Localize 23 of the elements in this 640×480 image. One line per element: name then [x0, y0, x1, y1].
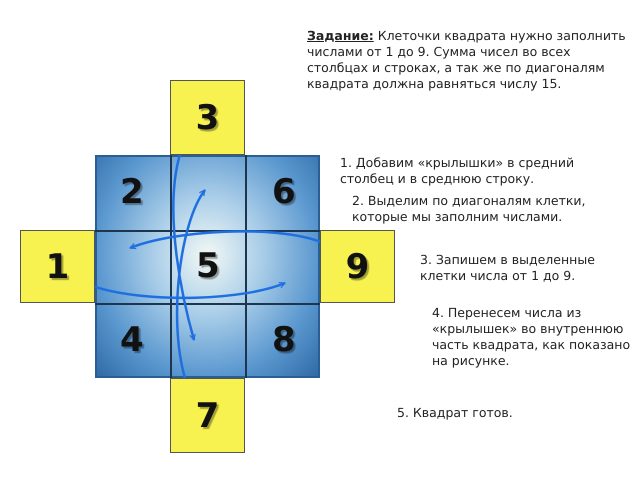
arrow	[176, 189, 206, 378]
step-text: 2. Выделим по диагоналям клетки, которые мы заполним числами.	[352, 193, 587, 225]
cell-number: 6	[272, 172, 296, 212]
arrow	[129, 230, 320, 250]
step-text: 1. Добавим «крылышки» в средний столбец и в среднюю строку.	[340, 155, 576, 187]
cell-number: 9	[346, 246, 370, 286]
step-text: 4. Перенесем числа из «крылышек» во внутреннюю часть квадрата, как показано на рисунке.	[432, 305, 632, 369]
arrow	[172, 154, 196, 341]
task-text: Задание: Клеточки квадрата нужно заполнить числами от 1 до 9. Сумма чисел во всех столбцах и строках, а так же по диагоналям квадрата должна равняться числу 15.	[307, 28, 627, 92]
wing-cell	[170, 378, 245, 453]
wing-cell	[320, 230, 395, 303]
cell-number: 3	[196, 98, 220, 138]
step-text: 5. Квадрат готов.	[397, 405, 514, 421]
wing-cell	[170, 80, 245, 155]
arrow	[94, 282, 286, 300]
cell-number: 1	[46, 246, 70, 286]
cell-number: 4	[120, 320, 144, 360]
cell-number: 7	[196, 396, 220, 436]
cell-number: 2	[120, 172, 144, 212]
cell-number: 8	[272, 320, 296, 360]
step-text: 3. Запишем в выделенные клетки числа от 1 до 9.	[420, 252, 596, 284]
wing-cell	[20, 230, 95, 303]
cell-number: 5	[196, 246, 220, 286]
